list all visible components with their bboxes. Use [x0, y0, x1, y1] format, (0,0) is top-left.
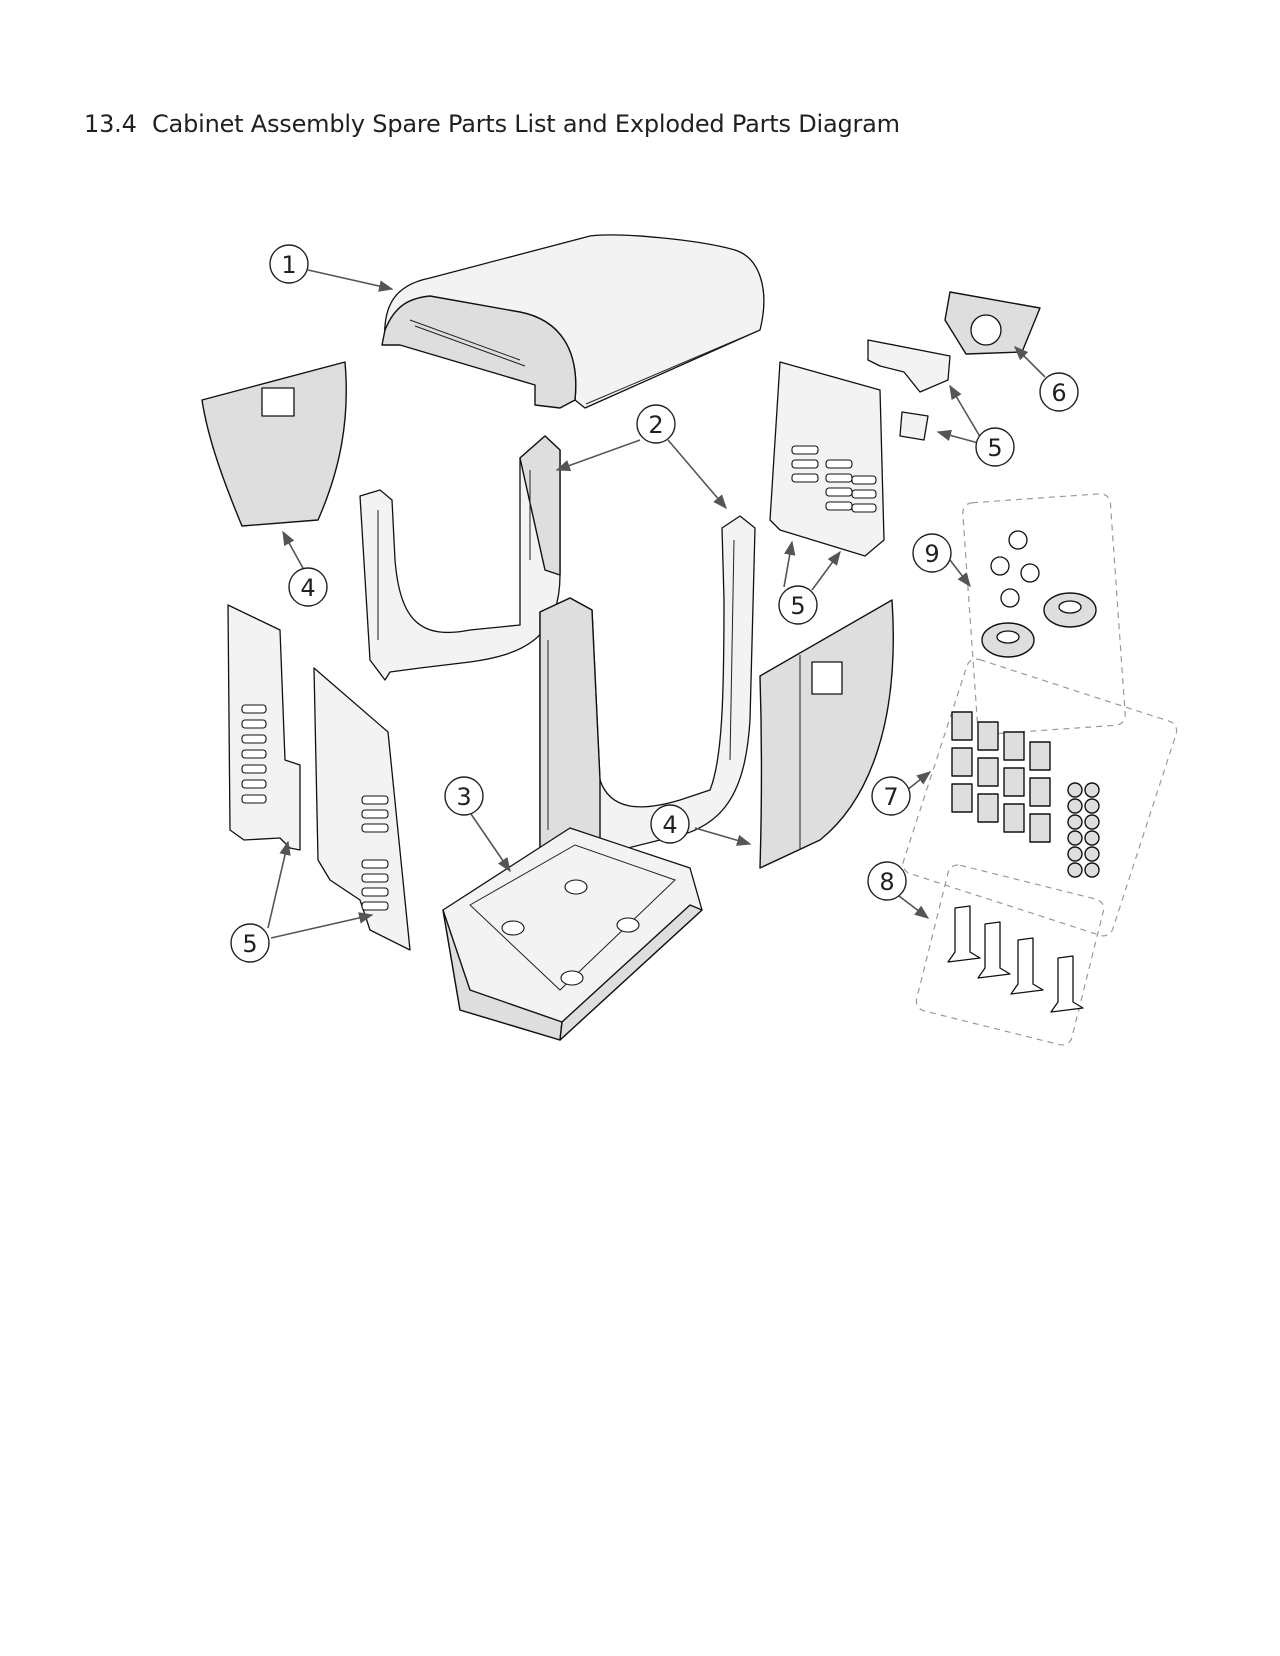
bracket-kit-part — [947, 905, 1084, 1013]
svg-text:6: 6 — [1051, 379, 1066, 407]
callout-8: 8 — [867, 861, 907, 901]
frame-right-part — [539, 515, 756, 856]
rear-plates-part — [867, 339, 951, 441]
callout-4-left: 4 — [288, 567, 328, 607]
callout-5-rear-panel: 5 — [778, 585, 818, 625]
section-heading: 13.4 Cabinet Assembly Spare Parts List an… — [84, 110, 900, 138]
leader-lines — [267, 269, 1046, 939]
frame-left-part — [359, 435, 561, 681]
svg-text:9: 9 — [924, 540, 939, 568]
clip-and-screw-kit-part — [951, 711, 1100, 878]
bracket-kit-outline — [915, 864, 1105, 1046]
side-panel-left-part — [201, 361, 347, 527]
grommet-kit-part — [981, 530, 1097, 658]
rear-louvre-panel-part — [769, 361, 885, 557]
svg-text:5: 5 — [242, 930, 257, 958]
callout-9: 9 — [912, 533, 952, 573]
section-number: 13.4 — [84, 110, 137, 138]
svg-text:4: 4 — [662, 811, 677, 839]
svg-text:3: 3 — [456, 783, 471, 811]
grommet-kit-outline — [962, 493, 1126, 735]
svg-text:7: 7 — [883, 783, 898, 811]
svg-text:5: 5 — [790, 592, 805, 620]
svg-text:4: 4 — [300, 574, 315, 602]
callout-6: 6 — [1039, 372, 1079, 412]
cable-cover-part — [944, 291, 1041, 355]
callout-5-rear-plates: 5 — [975, 427, 1015, 467]
clip-kit-outline — [902, 658, 1178, 937]
svg-text:8: 8 — [879, 868, 894, 896]
callout-3: 3 — [444, 776, 484, 816]
svg-text:2: 2 — [648, 411, 663, 439]
base-tray-part — [442, 827, 703, 1041]
side-louvre-panels-part — [227, 604, 411, 951]
side-panel-right-part — [759, 599, 894, 869]
callout-4-right: 4 — [650, 804, 690, 844]
callout-1: 1 — [269, 244, 309, 284]
section-title: Cabinet Assembly Spare Parts List and Ex… — [152, 110, 900, 138]
callout-5-side-panels: 5 — [230, 923, 270, 963]
callout-2: 2 — [636, 404, 676, 444]
callout-7: 7 — [871, 776, 911, 816]
svg-text:5: 5 — [987, 434, 1002, 462]
svg-text:1: 1 — [281, 251, 296, 279]
top-cover-part — [381, 234, 765, 409]
